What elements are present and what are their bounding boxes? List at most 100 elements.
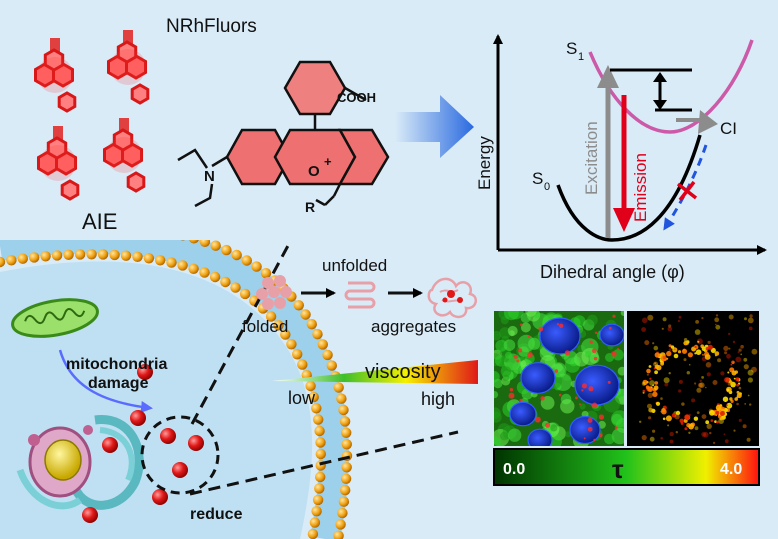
lipid-head: [341, 427, 352, 438]
lipid-head: [220, 276, 231, 288]
lipid-head: [339, 416, 351, 427]
lipid-head: [260, 268, 272, 279]
lipid-head: [199, 267, 210, 278]
lipid-head: [307, 528, 319, 539]
lipid-head: [315, 437, 326, 448]
lipid-head: [314, 425, 325, 437]
lipid-head: [333, 530, 344, 539]
colorbar-min: 0.0: [503, 461, 525, 478]
probe-ball: [82, 507, 98, 523]
lipid-head: [97, 249, 109, 260]
lipid-head: [0, 256, 6, 268]
folded-label: folded: [242, 317, 288, 336]
lipid-head: [132, 222, 142, 232]
lipid-head: [312, 329, 323, 340]
x-axis-label: Dihedral angle (φ): [540, 262, 685, 282]
lipid-head: [51, 250, 63, 261]
lipid-head: [74, 249, 86, 260]
membrane-inner-beads: [0, 249, 326, 539]
folded-protein-icon: [256, 275, 292, 310]
lipid-head: [120, 250, 132, 261]
positive-charge: +: [324, 154, 332, 169]
probe-ball: [102, 437, 118, 453]
probe-ball: [172, 462, 188, 478]
aie-molecule: [107, 30, 150, 105]
lipid-head: [340, 473, 352, 484]
lipid-head: [280, 329, 291, 340]
lipid-head: [221, 244, 232, 256]
aie-aggregate-illustration: [34, 30, 150, 201]
cell-membrane: [0, 240, 350, 539]
energy-diagram: Energy Dihedral angle (φ) Excitation Emi…: [475, 34, 767, 282]
lipid-head: [132, 251, 143, 262]
lipid-head: [177, 260, 188, 271]
lipid-head: [29, 252, 40, 263]
y-axis-label: Energy: [475, 136, 494, 190]
s0-subscript: 0: [544, 181, 550, 193]
excitation-label: Excitation: [582, 121, 601, 195]
nucleus: [574, 364, 620, 406]
aie-molecule: [37, 126, 80, 201]
lipid-head: [52, 221, 62, 231]
damage-arrow: [58, 349, 153, 413]
lipid-head: [63, 249, 74, 260]
lipid-head: [17, 253, 28, 264]
lipid-head: [340, 485, 351, 496]
lipid-head: [336, 393, 347, 404]
aggregates-icon: [427, 277, 478, 319]
lipid-head: [155, 255, 166, 266]
lipid-head: [341, 439, 352, 450]
lipid-head: [210, 240, 221, 251]
zoom-circle: [140, 415, 220, 495]
lipid-head: [322, 349, 333, 361]
lipid-head: [286, 339, 297, 350]
lipid-head: [297, 359, 308, 370]
lipid-head: [265, 311, 277, 322]
lipid-head: [144, 224, 154, 234]
nitrogen-label: N: [204, 168, 215, 185]
lipid-head: [166, 228, 176, 238]
nucleus: [520, 362, 556, 394]
probe-ball: [152, 489, 168, 505]
lipid-head: [292, 349, 303, 360]
lipid-head: [293, 300, 304, 311]
lipid-head: [41, 222, 51, 232]
zoom-line-top: [190, 241, 292, 425]
lipid-head: [273, 320, 284, 331]
zoom-line-bottom: [189, 430, 459, 496]
reduce-label: reduce: [190, 506, 243, 523]
viscosity-high-label: high: [421, 389, 455, 409]
unfolded-protein-icon: [344, 281, 376, 309]
viscosity-low-label: low: [288, 388, 316, 408]
lipid-head: [312, 494, 324, 506]
colorbar-max: 4.0: [720, 461, 742, 478]
probe-molecules: [82, 364, 204, 523]
probe-ball: [188, 435, 204, 451]
cell-illustration: [0, 221, 353, 539]
lipid-head: [315, 448, 326, 460]
ci-label: CI: [720, 119, 737, 138]
lipid-head: [6, 255, 17, 266]
lipid-head: [338, 404, 349, 416]
lipid-head: [241, 255, 252, 266]
nucleus: [599, 323, 624, 347]
mitochondria-damage-label-line1: mitochondria: [66, 356, 167, 373]
lipid-head: [230, 282, 241, 293]
oxygen-label: O: [308, 163, 320, 180]
lipid-head: [86, 249, 97, 260]
phenyl-ring: [283, 60, 347, 116]
aie-molecule: [103, 118, 146, 193]
mitochondria-damage-label-line2: damage: [88, 375, 149, 392]
lipid-head: [209, 271, 221, 283]
lipid-head: [0, 227, 5, 237]
aie-label: AIE: [82, 209, 118, 234]
unfolded-label: unfolded: [322, 256, 387, 275]
lipid-head: [308, 391, 319, 403]
s1-label: S: [566, 39, 577, 58]
lipid-head: [251, 261, 262, 272]
transition-arrow: [395, 95, 474, 158]
microscopy-panel-intensity: [494, 311, 624, 446]
lifetime-colorbar: [493, 448, 760, 486]
